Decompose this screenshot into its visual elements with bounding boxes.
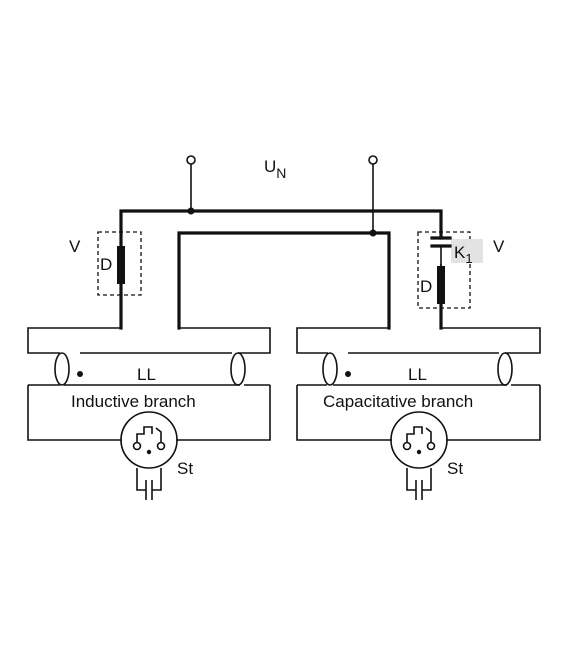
inductive-branch: V D LL Inductive branch xyxy=(27,231,271,500)
right-ballast-label: V xyxy=(493,237,505,256)
left-ballast-label: V xyxy=(69,237,81,256)
right-lamp-electrode-left xyxy=(322,352,338,386)
supply-terminal-right xyxy=(368,155,378,233)
supply-voltage-label: UN xyxy=(264,157,286,181)
supply-label: U xyxy=(264,157,276,176)
capacitor-symbol xyxy=(430,236,452,266)
left-ballast-box xyxy=(97,231,142,296)
capacitor-letter: K xyxy=(454,243,466,262)
left-lamp-housing xyxy=(27,327,271,441)
supply-subscript: N xyxy=(276,165,286,181)
right-choke xyxy=(437,264,445,306)
supply-terminal-left xyxy=(186,155,196,212)
right-lamp-label: LL xyxy=(408,365,427,384)
main-wiring xyxy=(119,209,443,330)
right-starter xyxy=(390,411,448,500)
right-ballast-box xyxy=(417,231,471,309)
left-starter-label: St xyxy=(177,459,193,478)
left-branch-label: Inductive branch xyxy=(71,392,196,411)
right-lamp-housing xyxy=(296,327,541,441)
left-lamp-dot xyxy=(77,371,83,377)
capacitative-branch: V K1 D LL Capac xyxy=(296,231,541,500)
right-lamp-dot xyxy=(345,371,351,377)
right-lamp-electrode-right xyxy=(497,352,513,386)
right-branch-label: Capacitative branch xyxy=(323,392,473,411)
right-choke-label: D xyxy=(420,277,432,296)
left-choke xyxy=(117,244,125,286)
left-choke-label: D xyxy=(100,255,112,274)
right-starter-label: St xyxy=(447,459,463,478)
left-lamp-electrode-left xyxy=(54,352,70,386)
capacitor-label: K1 xyxy=(454,243,473,266)
left-starter xyxy=(120,411,178,500)
left-lamp-label: LL xyxy=(137,365,156,384)
capacitor-subscript: 1 xyxy=(465,251,472,266)
left-lamp-electrode-right xyxy=(230,352,246,386)
capacitor-label-highlight xyxy=(451,239,483,263)
